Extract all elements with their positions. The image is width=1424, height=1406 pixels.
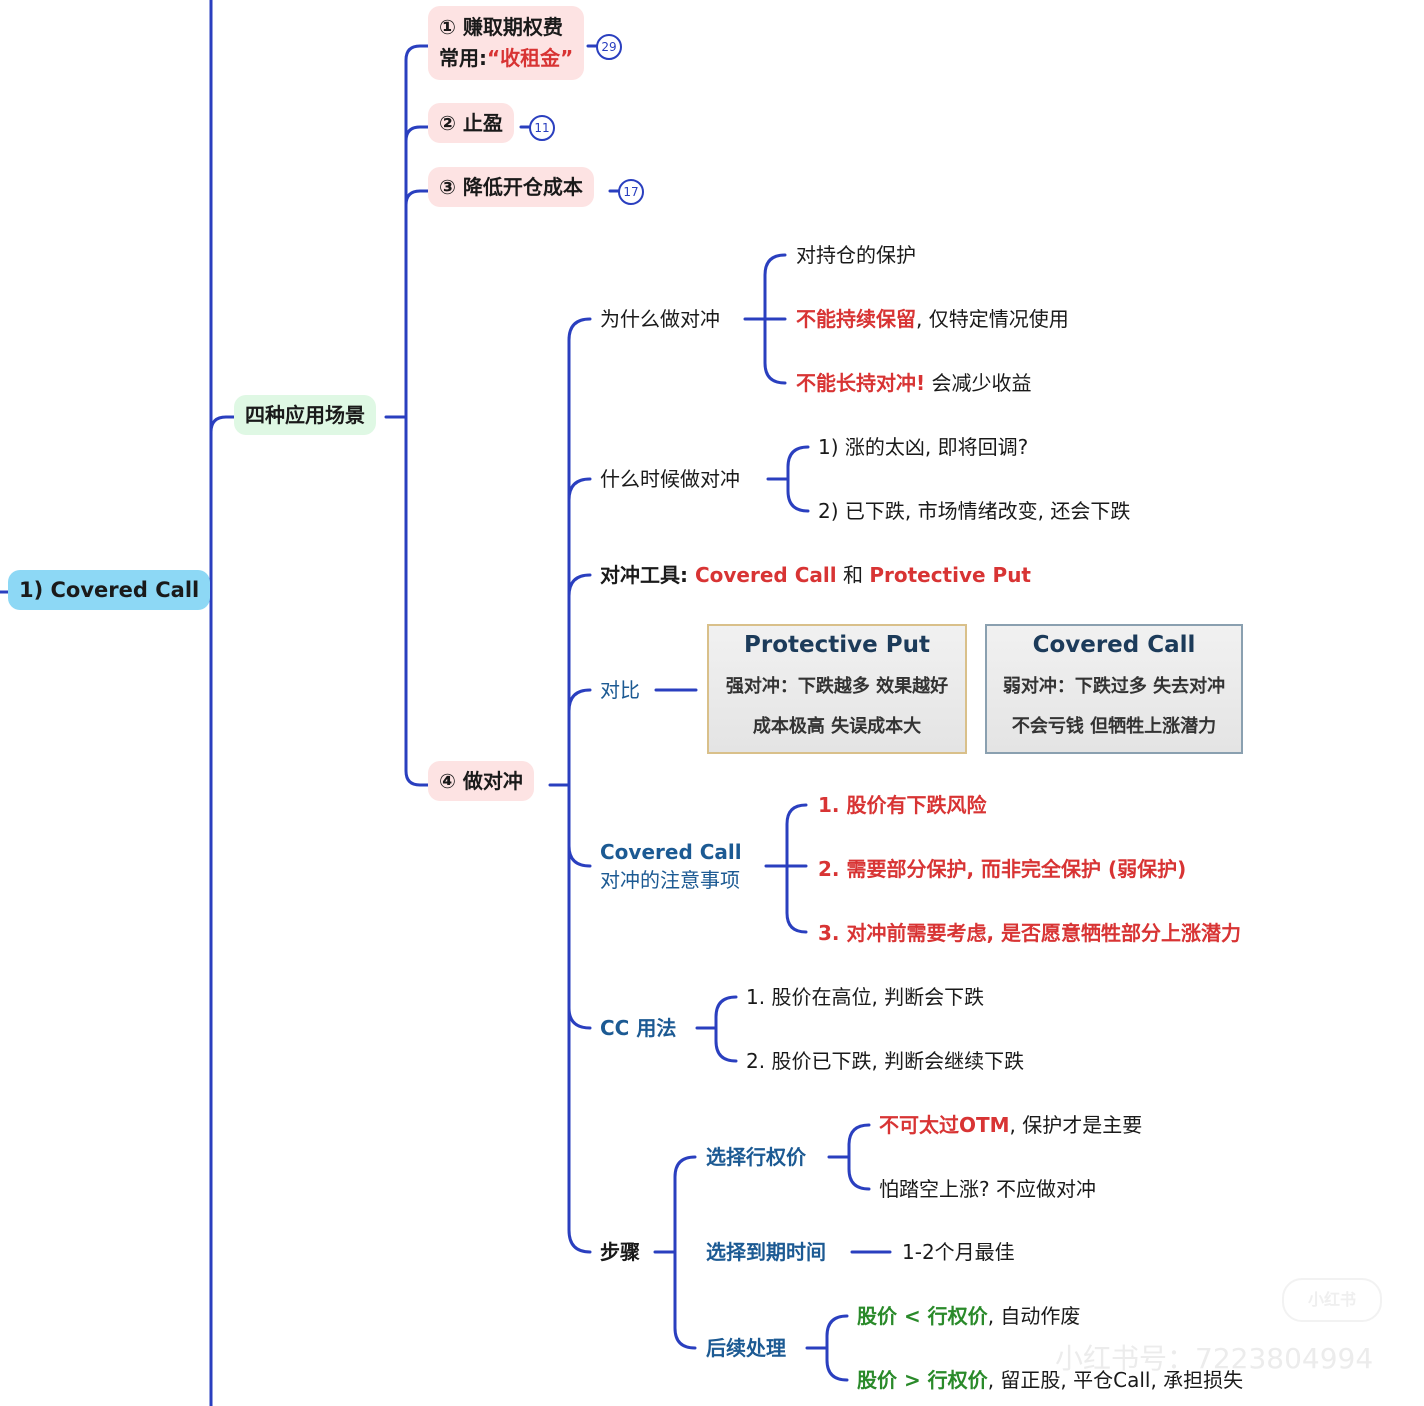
scenario-earn-premium[interactable]: ① 赚取期权费 常用:“收租金” [428,6,585,80]
cc-notes-node[interactable]: Covered Call 对冲的注意事项 [600,838,742,894]
hedge-tools-node[interactable]: 对冲工具: Covered Call 和 Protective Put [600,561,1031,589]
after-text: , 留正股, 平仓Call, 承担损失 [987,1368,1244,1392]
scenario-take-profit[interactable]: ② 止盈 [428,103,514,143]
why-child-3[interactable]: 不能长持对冲! 会减少收益 [796,369,1031,397]
card-line: 强对冲：下跌越多 效果越好 [725,676,949,697]
scenario-4-label: ④ 做对冲 [439,769,523,793]
watermark-id: 小红书号：7223804994 [1055,1342,1374,1375]
scenario-lower-cost[interactable]: ③ 降低开仓成本 [428,167,594,207]
card-title: Protective Put [744,632,930,658]
tools-prefix: 对冲工具: [600,563,695,587]
notes-label-2: 对冲的注意事项 [600,868,740,892]
steps-node[interactable]: 步骤 [600,1240,640,1264]
usage-child-1[interactable]: 1. 股价在高位, 判断会下跌 [746,985,985,1009]
usage-child-2[interactable]: 2. 股价已下跌, 判断会继续下跌 [746,1049,1025,1073]
scenario-1-title: ① 赚取期权费 [439,15,563,39]
root-label: 1) Covered Call [19,578,200,602]
scenario-1-prefix: 常用: [439,46,487,70]
count-badge[interactable]: 29 [596,34,622,60]
card-line: 弱对冲：下跌过多 失去对冲 [1002,676,1226,697]
why-child-text: 对持仓的保护 [796,243,916,267]
why-child-text: 会减少收益 [925,371,1032,395]
scenario-3-label: ③ 降低开仓成本 [439,175,583,199]
scenarios-label: 四种应用场景 [245,403,365,427]
why-child-text: , 仅特定情况使用 [916,307,1069,331]
after-child-1[interactable]: 股价 < 行权价, 自动作废 [857,1302,1080,1330]
why-child-1[interactable]: 对持仓的保护 [796,241,916,269]
scenarios-branch [209,415,236,434]
expiry-child[interactable]: 1-2个月最佳 [902,1240,1015,1264]
root-node-covered-call[interactable]: 1) Covered Call [8,570,211,610]
why-child-red: 不能持续保留 [796,307,916,331]
after-node[interactable]: 后续处理 [706,1336,786,1360]
scenarios-node[interactable]: 四种应用场景 [234,395,376,435]
compare-card-covered-call: Covered Call 弱对冲：下跌过多 失去对冲 不会亏钱 但牺牲上涨潜力 [985,624,1243,754]
after-text: , 自动作废 [987,1304,1081,1328]
tools-joiner: 和 [836,563,870,587]
count-badge[interactable]: 17 [618,179,644,205]
strike-red: 不可太过OTM [879,1113,1010,1137]
after-child-2[interactable]: 股价 > 行权价, 留正股, 平仓Call, 承担损失 [857,1366,1243,1394]
hedge-bracket [567,317,592,1254]
why-child-2[interactable]: 不能持续保留, 仅特定情况使用 [796,305,1069,333]
compare-node[interactable]: 对比 [600,678,640,702]
watermark-logo: 小红书 [1282,1278,1382,1322]
strike-text: , 保护才是主要 [1009,1113,1143,1137]
compare-card-protective-put: Protective Put 强对冲：下跌越多 效果越好 成本极高 失误成本大 [707,624,967,754]
strike-child-2[interactable]: 怕踏空上涨? 不应做对冲 [879,1177,1096,1201]
scenario-1-highlight: “收租金” [487,46,574,70]
notes-child-3[interactable]: 3. 对冲前需要考虑, 是否愿意牺牲部分上涨潜力 [818,921,1242,945]
notes-child-2[interactable]: 2. 需要部分保护, 而非完全保护 (弱保护) [818,857,1187,881]
card-title: Covered Call [1032,632,1196,658]
why-child-red: 不能长持对冲! [796,371,926,395]
expiry-node[interactable]: 选择到期时间 [706,1240,826,1264]
strike-child-1[interactable]: 不可太过OTM, 保护才是主要 [879,1111,1142,1139]
cc-usage-node[interactable]: CC 用法 [600,1016,677,1040]
scenario-2-label: ② 止盈 [439,111,503,135]
tool-covered-call: Covered Call [694,563,837,587]
scenarios-bracket [404,44,430,787]
notes-child-1[interactable]: 1. 股价有下跌风险 [818,793,987,817]
notes-label-1: Covered Call [600,840,742,864]
card-line: 成本极高 失误成本大 [752,716,922,737]
why-hedge-node[interactable]: 为什么做对冲 [600,307,720,331]
after-green: 股价 < 行权价 [857,1304,988,1328]
when-hedge-node[interactable]: 什么时候做对冲 [600,467,740,491]
scenario-hedge[interactable]: ④ 做对冲 [428,761,534,801]
tool-protective-put: Protective Put [869,563,1031,587]
card-line: 不会亏钱 但牺牲上涨潜力 [1011,716,1217,737]
strike-node[interactable]: 选择行权价 [706,1145,806,1169]
when-child-1[interactable]: 1) 涨的太凶, 即将回调? [818,435,1029,459]
count-badge[interactable]: 11 [529,115,555,141]
when-child-2[interactable]: 2) 已下跌, 市场情绪改变, 还会下跌 [818,499,1131,523]
after-green: 股价 > 行权价 [857,1368,988,1392]
